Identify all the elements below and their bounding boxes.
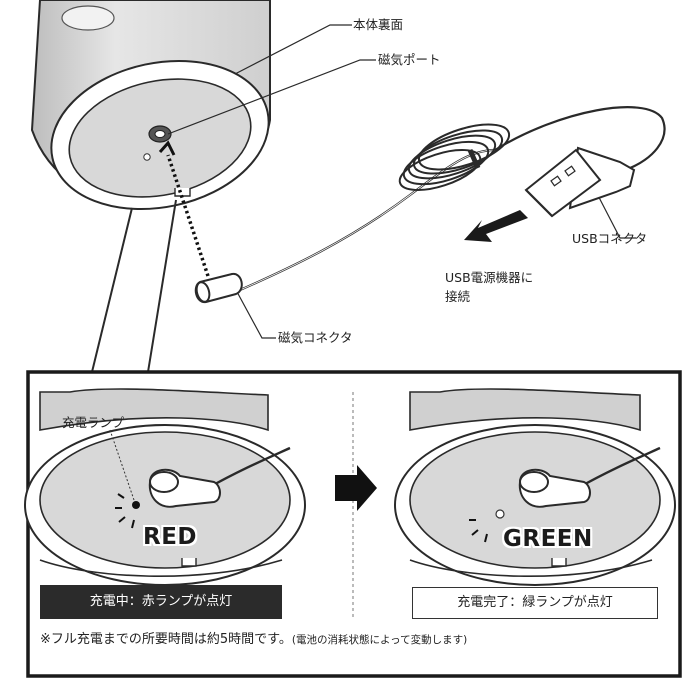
- left-panel-illustration: [24, 388, 306, 586]
- status-charging: 充電中：赤ランプが点灯: [40, 585, 282, 619]
- charge-time-note: ※フル充電までの所要時間は約5時間です。(電池の消耗状態によって変動します): [40, 628, 670, 647]
- device-body: [30, 0, 271, 211]
- right-panel-illustration: [394, 388, 676, 586]
- note-main: ※フル充電までの所要時間は約5時間です。: [40, 632, 292, 647]
- zoom-lines: [91, 199, 177, 373]
- status-complete: 充電完了：緑ランプが点灯: [412, 587, 658, 619]
- note-small: (電池の消耗状態によって変動します): [291, 634, 468, 646]
- label-usb-connector: USBコネクタ: [572, 231, 648, 246]
- label-magnetic-port: 磁気ポート: [378, 52, 441, 67]
- lamp-color-green: GREEN: [503, 526, 593, 552]
- label-magnetic-connector: 磁気コネクタ: [278, 330, 353, 345]
- label-usb-power-line1: USB電源機器に: [445, 270, 534, 285]
- arrow-left-icon: [464, 210, 528, 242]
- magnetic-connector: [194, 272, 243, 304]
- insertion-guide: [158, 140, 210, 277]
- label-body-back: 本体裏面: [353, 17, 404, 32]
- leader-lines-top: [167, 24, 636, 339]
- label-usb-power-line2: 接続: [445, 289, 471, 304]
- usb-connector: [524, 146, 636, 218]
- magnetic-port: [143, 125, 172, 161]
- usb-cable: [239, 106, 666, 292]
- lamp-color-red: RED: [143, 524, 198, 550]
- label-charge-lamp: 充電ランプ: [62, 415, 125, 430]
- arrow-right-icon: [335, 465, 377, 511]
